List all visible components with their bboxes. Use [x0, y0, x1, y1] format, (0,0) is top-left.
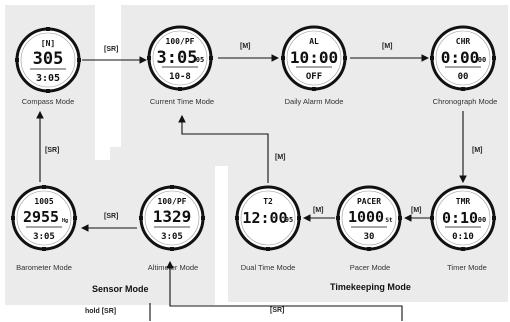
pacer-main: 1000: [348, 208, 384, 226]
label-timer-mode: Timer Mode: [447, 263, 487, 272]
key-hold-sr: hold [SR]: [85, 308, 116, 315]
pacer-tag: PACER: [357, 197, 381, 206]
watch-chronograph: CHR 0:00 00 00: [430, 25, 496, 91]
chrono-main: 0:00: [441, 48, 480, 67]
label-chronograph-mode: Chronograph Mode: [433, 97, 498, 106]
chrono-tag: CHR: [456, 37, 471, 46]
pacer-sub: 30: [364, 232, 375, 242]
arrow-dual-to-current: [178, 114, 269, 183]
pacer-unit: St: [385, 217, 393, 224]
key-sr-barometer-compass: [SR]: [45, 147, 59, 154]
barometer-tag: 1005: [34, 197, 53, 206]
barometer-sub: 3:05: [33, 232, 55, 242]
dual-main: 12:00: [242, 209, 287, 227]
altimeter-tag: 100/PF: [158, 197, 187, 206]
alarm-main: 10:00: [290, 48, 338, 67]
key-m-timer-pacer: [M]: [411, 207, 422, 214]
timekeeping-mode-title: Timekeeping Mode: [330, 282, 411, 292]
label-pacer-mode: Pacer Mode: [350, 263, 390, 272]
current-sub: 10-8: [169, 72, 191, 82]
key-m-chrono-timer: [M]: [472, 147, 483, 154]
watch-dual-time: T2 12:00 05: [235, 185, 301, 251]
timekeeping-mode-panel: [110, 5, 508, 302]
compass-sub: 3:05: [36, 73, 60, 84]
sensor-mode-title: Sensor Mode: [92, 284, 149, 294]
watch-current-time: 100/PF 3:05 05 10-8: [147, 25, 213, 91]
arrow-timekeeping-to-sensor: [166, 260, 403, 321]
watch-pacer: PACER 1000 St 30: [336, 185, 402, 251]
watch-barometer: 1005 2955 Hg 3:05: [11, 185, 77, 251]
key-m-alarm-chrono: [M]: [382, 43, 393, 50]
label-dual-time-mode: Dual Time Mode: [241, 263, 296, 272]
timer-main: 0:10: [442, 209, 478, 227]
watch-compass: [N] 305 3:05: [15, 27, 81, 93]
dual-sec: 05: [285, 216, 293, 224]
chrono-sec: 00: [478, 56, 486, 64]
dual-tag: T2: [263, 197, 273, 206]
key-m-current-alarm: [M]: [240, 43, 251, 50]
barometer-main: 2955: [23, 208, 59, 226]
watch-timer: TMR 0:10 00 0:10: [430, 185, 496, 251]
barometer-unit: Hg: [62, 218, 68, 224]
altimeter-main: 1329: [153, 207, 192, 226]
current-tag: 100/PF: [166, 37, 195, 46]
key-m-pacer-dual: [M]: [313, 207, 324, 214]
chrono-sub: 00: [458, 72, 469, 82]
label-barometer-mode: Barometer Mode: [16, 263, 72, 272]
timer-sub: 0:10: [452, 232, 474, 242]
key-sr-timekeeping-sensor: [SR]: [270, 307, 284, 314]
watch-daily-alarm: AL 10:00 OFF: [281, 25, 347, 91]
timer-tag: TMR: [456, 197, 471, 206]
flow-arrows: [36, 54, 467, 321]
current-sec: 05: [196, 56, 204, 64]
key-sr-altimeter-barometer: [SR]: [104, 213, 118, 220]
key-sr-compass-current: [SR]: [104, 46, 118, 53]
label-daily-alarm-mode: Daily Alarm Mode: [285, 97, 344, 106]
key-m-dual-current: [M]: [275, 154, 286, 161]
timer-sec: 00: [478, 216, 486, 224]
altimeter-sub: 3:05: [161, 232, 183, 242]
alarm-sub: OFF: [306, 72, 322, 82]
label-compass-mode: Compass Mode: [22, 97, 75, 106]
compass-main: 305: [33, 49, 64, 69]
current-main: 3:05: [157, 48, 198, 68]
label-current-time-mode: Current Time Mode: [150, 97, 214, 106]
watch-altimeter: 100/PF 1329 3:05: [139, 185, 205, 251]
compass-tag: [N]: [41, 39, 55, 48]
label-altimeter-mode: Altimeter Mode: [148, 263, 198, 272]
alarm-tag: AL: [309, 37, 319, 46]
